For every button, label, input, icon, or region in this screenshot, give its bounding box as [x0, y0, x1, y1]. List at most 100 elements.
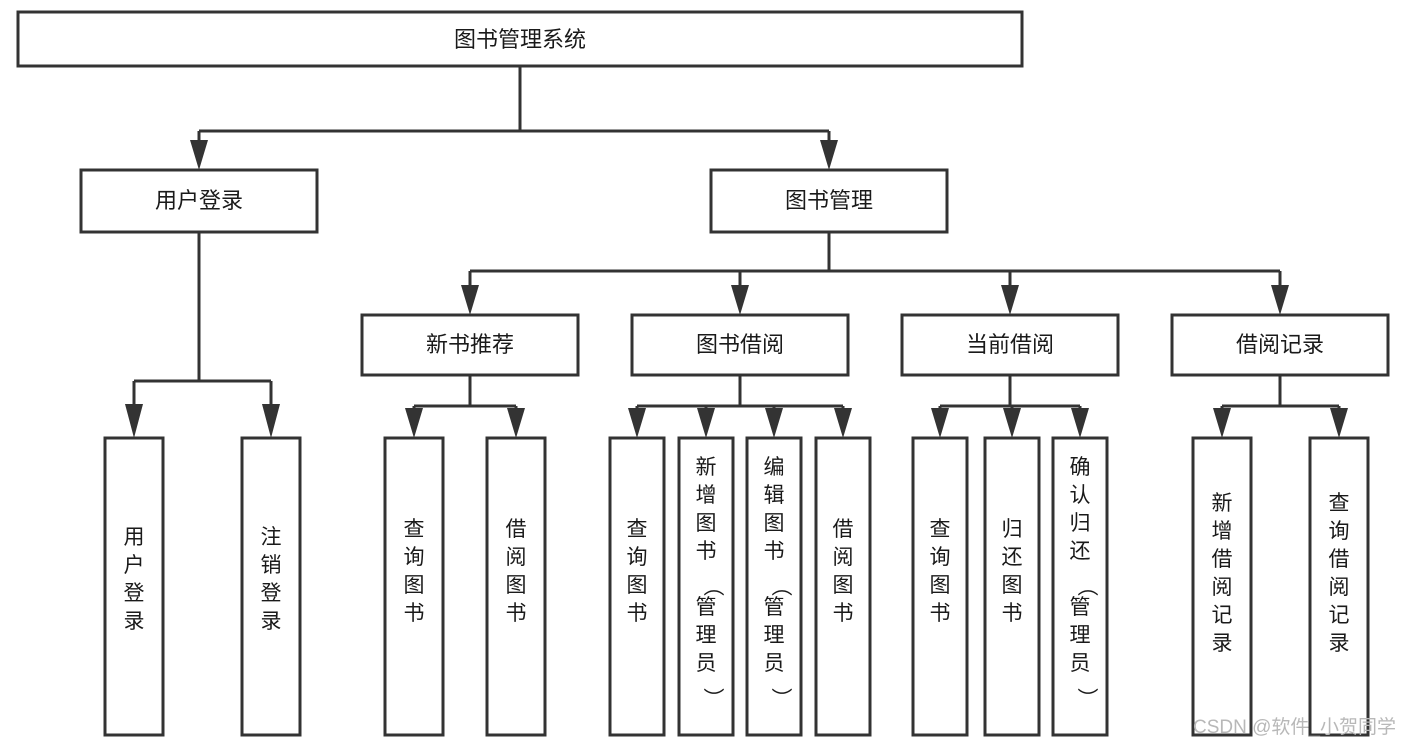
svg-text:管: 管 [1070, 596, 1091, 619]
node-book-borrow-box[interactable] [630, 313, 850, 377]
leaf-node-confirm-return-admin-box[interactable] [1051, 436, 1109, 737]
leaf-node-return-book-box[interactable] [983, 436, 1041, 737]
svg-text:询: 询 [404, 546, 425, 569]
arrow-head-leaf-logout [262, 404, 280, 438]
svg-text:书: 书 [764, 540, 785, 563]
svg-text:图: 图 [627, 574, 648, 597]
svg-text:归: 归 [1070, 512, 1091, 535]
leaf-node-user-login-box[interactable] [103, 436, 165, 737]
svg-text:图: 图 [696, 512, 717, 535]
node-book-management[interactable]: 图书管理 [709, 168, 949, 234]
leaf-node-add-borrow-record-box[interactable] [1191, 436, 1253, 737]
svg-text:阅: 阅 [1329, 576, 1350, 599]
leaf-node-borrow-book-box[interactable] [814, 436, 872, 737]
svg-text:图: 图 [833, 574, 854, 597]
leaf-node-query-book-newrec-box[interactable] [383, 436, 445, 737]
svg-text:归: 归 [1002, 518, 1023, 541]
svg-text:阅: 阅 [833, 546, 854, 569]
svg-text:增: 增 [696, 484, 717, 507]
svg-text:新: 新 [696, 456, 717, 479]
node-current-borrow-label: 当前借阅 [966, 332, 1054, 357]
svg-text:书: 书 [404, 602, 425, 625]
node-book-management-label: 图书管理 [785, 188, 873, 213]
arrow-head-bookborrow-leaf-1 [628, 408, 646, 438]
svg-text:注: 注 [261, 526, 282, 549]
node-book-borrow[interactable]: 图书借阅 [630, 313, 850, 377]
node-book-management-box[interactable] [709, 168, 949, 234]
node-root[interactable]: 图书管理系统 [16, 10, 1024, 68]
leaf-node-query-borrow-record-box[interactable] [1308, 436, 1370, 737]
node-borrow-record-label: 借阅记录 [1236, 332, 1324, 357]
node-new-book-recommend-box[interactable] [360, 313, 580, 377]
leaf-node-add-book-admin-box[interactable] [677, 436, 735, 737]
leaf-node-edit-book-admin-box[interactable] [745, 436, 803, 737]
arrow-head-borrow-record [1271, 285, 1289, 315]
arrow-head-bookborrow-leaf-3 [765, 408, 783, 438]
leaf-node-user-login-label: 用户登录 [124, 526, 145, 633]
svg-text:书: 书 [1002, 602, 1023, 625]
svg-text:图: 图 [764, 512, 785, 535]
arrow-head-bookborrow-leaf-2 [697, 408, 715, 438]
arrow-head-currentborrow-leaf-2 [1003, 408, 1021, 438]
svg-text:户: 户 [124, 554, 145, 577]
arrow-head-borrowrecord-leaf-1 [1213, 408, 1231, 438]
arrow-head-book-borrow [731, 285, 749, 315]
watermark: CSDN @软件_小贺同学 [1193, 716, 1396, 738]
node-user-login-box[interactable] [79, 168, 319, 234]
svg-text:图: 图 [1002, 574, 1023, 597]
arrow-head-newbook-leaf-2 [507, 408, 525, 438]
node-root-box[interactable] [16, 10, 1024, 68]
node-current-borrow-box[interactable] [900, 313, 1120, 377]
arrow-head-user-login [190, 140, 208, 170]
svg-text:借: 借 [833, 518, 854, 541]
node-new-book-recommend[interactable]: 新书推荐 [360, 313, 580, 377]
arrow-head-currentborrow-leaf-3 [1071, 408, 1089, 438]
svg-text:）: ） [769, 688, 792, 709]
svg-text:借: 借 [1212, 548, 1233, 571]
svg-text:员: 员 [764, 652, 785, 675]
svg-text:用: 用 [124, 526, 145, 549]
svg-text:查: 查 [1329, 492, 1350, 515]
svg-text:录: 录 [124, 610, 145, 633]
svg-text:录: 录 [1212, 632, 1233, 655]
node-book-borrow-label: 图书借阅 [696, 332, 784, 357]
arrow-head-leaf-user-login [125, 404, 143, 438]
leaf-node-logout-box[interactable] [240, 436, 302, 737]
leaf-node-user-login[interactable]: 用户登录 [103, 436, 165, 737]
svg-text:询: 询 [627, 546, 648, 569]
node-user-login-label: 用户登录 [155, 188, 243, 213]
svg-text:）: ） [1075, 688, 1098, 709]
svg-text:查: 查 [627, 518, 648, 541]
svg-text:理: 理 [1070, 624, 1091, 647]
arrow-head-bookborrow-leaf-4 [834, 408, 852, 438]
node-borrow-record-box[interactable] [1170, 313, 1390, 377]
leaf-node-query-book-current-box[interactable] [911, 436, 969, 737]
node-user-login[interactable]: 用户登录 [79, 168, 319, 234]
svg-text:图: 图 [506, 574, 527, 597]
node-borrow-record[interactable]: 借阅记录 [1170, 313, 1390, 377]
node-current-borrow[interactable]: 当前借阅 [900, 313, 1120, 377]
leaf-node-query-book-borrow-box[interactable] [608, 436, 666, 737]
svg-text:新: 新 [1212, 492, 1233, 515]
svg-text:记: 记 [1329, 604, 1350, 627]
leaf-node-borrow-book-newrec-box[interactable] [485, 436, 547, 737]
svg-text:理: 理 [764, 624, 785, 647]
node-root-label: 图书管理系统 [454, 27, 586, 52]
